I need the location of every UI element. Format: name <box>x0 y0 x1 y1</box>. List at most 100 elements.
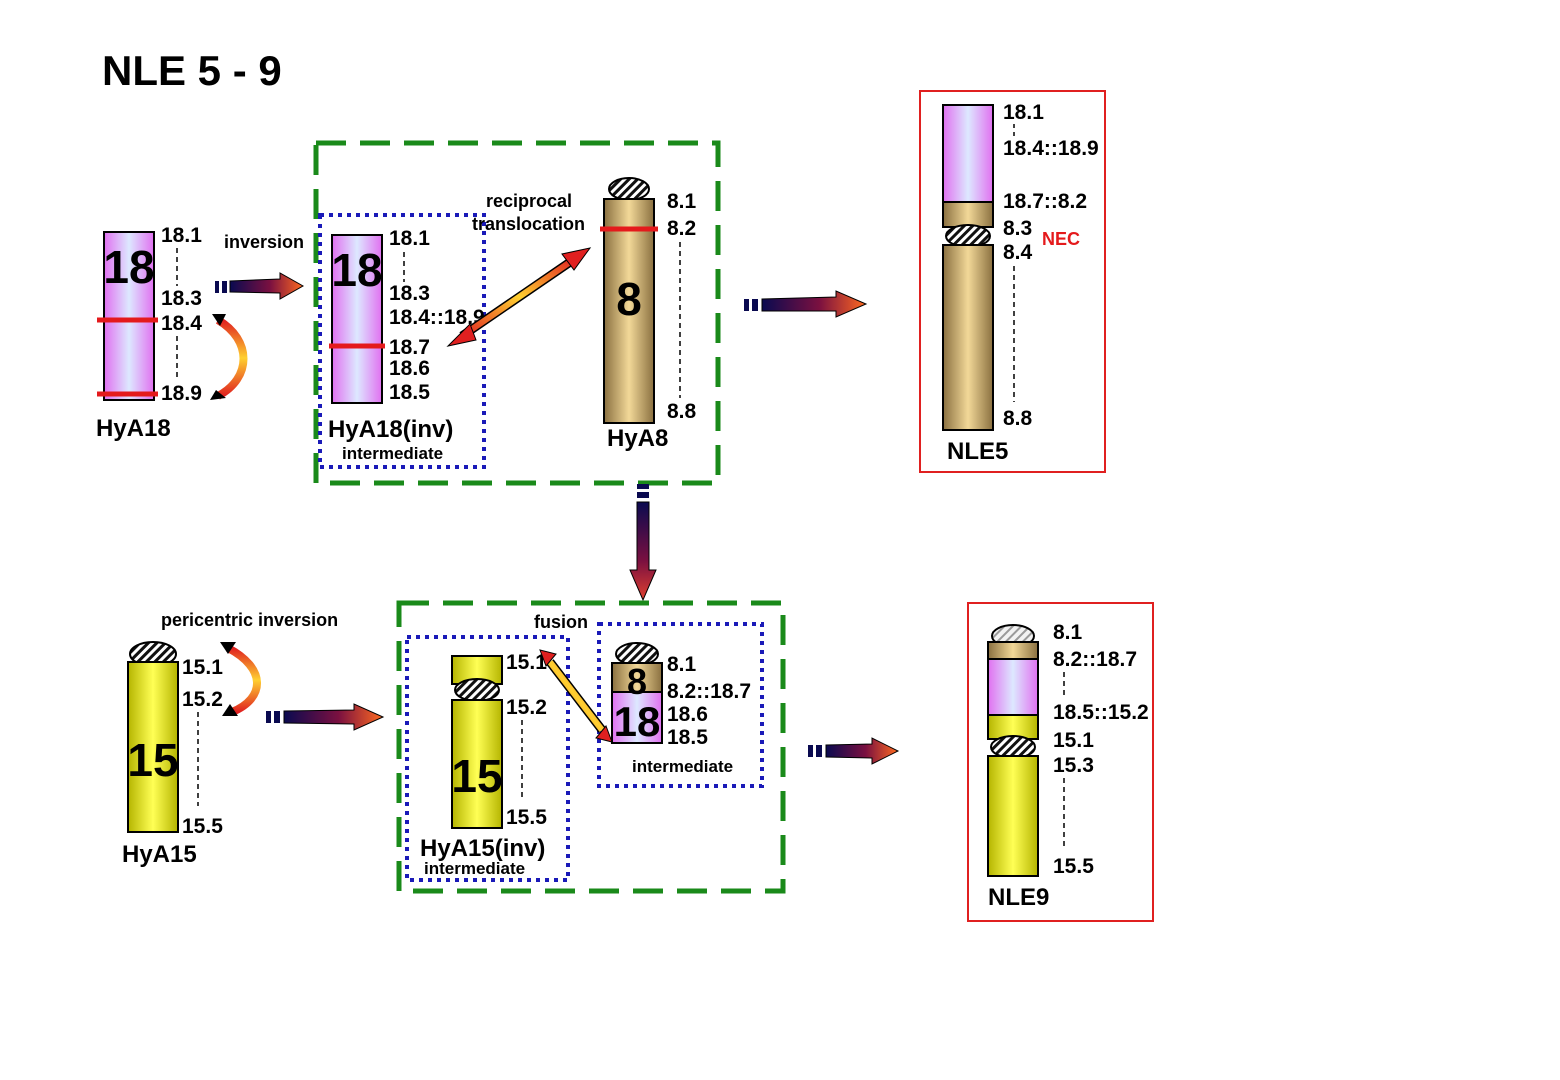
nle5-chr8-long-arm <box>942 244 994 431</box>
chromosome-nle9: 8.1 8.2::18.7 18.5::15.2 15.1 15.3 15.5 … <box>987 621 1149 911</box>
hya18-band: 18.3 <box>161 287 202 310</box>
hya15inv-intermediate-box <box>405 635 570 882</box>
arrow-to-nle5 <box>744 290 868 318</box>
chromosome-hya15inv: 15 15.1 15.2 15.5 HyA15(inv) intermediat… <box>420 651 547 878</box>
nle5-band: 18.4::18.9 <box>1003 137 1099 160</box>
fusion-group-box <box>396 600 786 894</box>
hya15inv-note: intermediate <box>424 859 525 878</box>
hya15inv-long-arm <box>451 699 503 829</box>
fused-band: 18.5 <box>667 726 708 749</box>
hya18inv-band: 18.3 <box>389 282 430 305</box>
nle5-name: NLE5 <box>947 438 1008 465</box>
nle9-band: 15.1 <box>1053 729 1094 752</box>
hya15inv-band: 15.2 <box>506 696 547 719</box>
reciprocal-label: reciprocal <box>486 191 572 211</box>
hya8-band: 8.8 <box>667 400 697 423</box>
nle5-band: 18.1 <box>1003 101 1044 124</box>
nle5-band: 8.3 <box>1003 217 1032 240</box>
hya15-band: 15.1 <box>182 656 223 679</box>
fused-band: 8.1 <box>667 653 697 676</box>
arrow-hya18-to-inv <box>215 272 305 300</box>
hya15-number: 15 <box>127 734 178 786</box>
nle5-chr8-short-arm <box>942 201 994 228</box>
hya18-body <box>103 231 155 401</box>
chromosome-fused-8-18: 8 18 8.1 8.2::18.7 18.6 18.5 intermediat… <box>611 642 751 776</box>
fusion-double-arrow <box>539 649 613 743</box>
hya18inv-note: intermediate <box>342 444 443 463</box>
nle9-chr8-segment <box>987 641 1039 660</box>
fused-band: 8.2::18.7 <box>667 680 751 703</box>
nle9-chr15-long-arm <box>987 755 1039 877</box>
fused-band: 18.6 <box>667 703 708 726</box>
hya8-name: HyA8 <box>607 425 668 452</box>
hya8-body <box>603 198 655 424</box>
hya8-band: 8.2 <box>667 217 696 240</box>
nle9-band: 8.2::18.7 <box>1053 648 1137 671</box>
nle5-band: 8.8 <box>1003 407 1033 430</box>
hya8-band: 8.1 <box>667 190 697 213</box>
fused-chr8-segment <box>611 662 663 693</box>
nle9-band: 15.3 <box>1053 754 1094 777</box>
hya15-band: 15.2 <box>182 688 223 711</box>
hya15inv-band: 15.1 <box>506 651 547 674</box>
translocation-group-box <box>313 140 721 486</box>
chromosome-hya18: 18 18.1 18.3 18.4 18.9 HyA18 <box>96 224 248 442</box>
fused-number-18: 18 <box>614 698 661 745</box>
nle5-chr18-segment <box>942 104 994 203</box>
nle9-band: 18.5::15.2 <box>1053 701 1149 724</box>
chromosome-hya8: 8 8.1 8.2 8.8 HyA8 <box>600 177 697 452</box>
hya8-number: 8 <box>616 273 642 325</box>
hya18-band: 18.1 <box>161 224 202 247</box>
arrow-to-nle9 <box>808 737 900 765</box>
fused-intermediate-box <box>597 622 764 788</box>
nle5-result-box <box>919 90 1106 473</box>
hya18-number: 18 <box>103 241 154 293</box>
inversion-label: inversion <box>224 232 304 252</box>
fused-note: intermediate <box>632 757 733 776</box>
hya18inv-band: 18.4::18.9 <box>389 306 485 329</box>
nle9-name: NLE9 <box>988 884 1049 911</box>
chromosome-hya18inv: 18 18.1 18.3 18.4::18.9 18.7 18.6 18.5 H… <box>328 227 485 463</box>
nle5-band: 18.7::8.2 <box>1003 190 1087 213</box>
hya15inv-name: HyA15(inv) <box>420 835 545 862</box>
hya18inv-name: HyA18(inv) <box>328 416 453 443</box>
hya18-band: 18.4 <box>161 312 202 335</box>
fusion-label: fusion <box>534 612 588 632</box>
hya18inv-intermediate-box <box>318 213 486 469</box>
fused-number-8: 8 <box>627 661 647 702</box>
hya18inv-number: 18 <box>331 244 382 296</box>
hya8-centromere <box>608 177 650 201</box>
hya18-name: HyA18 <box>96 415 171 442</box>
hya15-name: HyA15 <box>122 841 197 868</box>
nle5-band: 8.4 <box>1003 241 1033 264</box>
hya15inv-centromere <box>454 678 500 702</box>
arrow-box1-to-box2 <box>629 484 657 602</box>
nle5-nec-label: NEC <box>1042 229 1080 249</box>
hya18inv-band: 18.1 <box>389 227 430 250</box>
inversion-arrowhead-top <box>212 314 226 326</box>
hya18inv-band: 18.6 <box>389 357 430 380</box>
chromosome-nle5: 18.1 18.4::18.9 18.7::8.2 8.3 8.4 8.8 NE… <box>942 101 1099 465</box>
pericentric-arrowhead-bottom <box>222 704 238 716</box>
pericentric-curved-arrow <box>226 644 261 716</box>
nle9-centromere <box>990 735 1036 759</box>
hya18inv-body <box>331 234 383 404</box>
nle9-band: 8.1 <box>1053 621 1083 644</box>
hya18inv-band: 18.7 <box>389 336 430 359</box>
hya18inv-band: 18.5 <box>389 381 430 404</box>
pericentric-inversion-label: pericentric inversion <box>161 610 338 630</box>
pericentric-arrowhead-top <box>220 642 236 654</box>
fused-chr18-segment <box>611 691 663 744</box>
nle9-result-box <box>967 602 1154 922</box>
nle9-band: 15.5 <box>1053 855 1094 878</box>
hya15inv-number: 15 <box>451 750 502 802</box>
arrow-hya15-to-inv <box>266 703 385 731</box>
nle5-centromere <box>945 224 991 248</box>
translocation-label: translocation <box>472 214 585 234</box>
diagram-title: NLE 5 - 9 <box>102 47 282 94</box>
inversion-arrowhead-bottom <box>210 390 226 400</box>
hya15inv-band: 15.5 <box>506 806 547 829</box>
translocation-double-arrow <box>446 247 592 347</box>
